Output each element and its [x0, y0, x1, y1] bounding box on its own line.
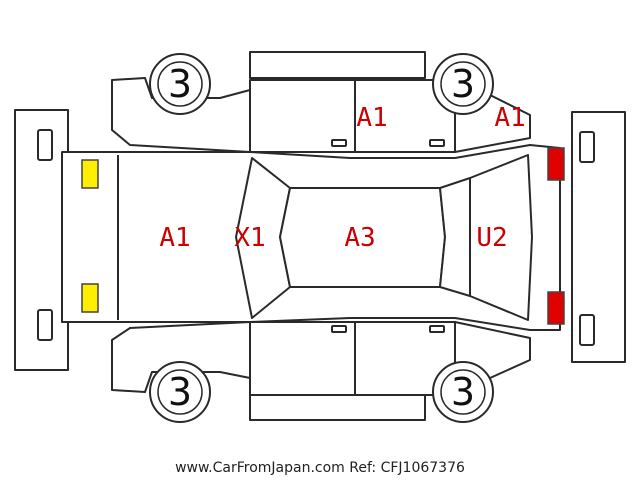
source-caption: www.CarFromJapan.com Ref: CFJ1067376: [175, 460, 465, 476]
label-front-hood: A1: [159, 223, 190, 253]
label-windshield: X1: [234, 223, 265, 253]
wheel-front-right-label: 3: [168, 370, 192, 414]
taillight-upper: [547, 147, 565, 181]
taillights: [547, 147, 565, 325]
wheel-rear-right-label: 3: [451, 370, 475, 414]
label-roof-side: A1: [356, 103, 387, 133]
headlights: [81, 159, 99, 313]
front-bumper: [14, 109, 69, 371]
taillight-lower: [547, 291, 565, 325]
label-rear-quarter: A1: [494, 103, 525, 133]
wheel-front-right: 3: [149, 361, 211, 423]
headlight-lower: [81, 283, 99, 313]
car-body: [61, 144, 561, 331]
side-top: [111, 51, 531, 153]
wheel-front-left-label: 3: [168, 62, 192, 106]
wheel-rear-right: 3: [432, 361, 494, 423]
wheel-rear-left-label: 3: [451, 62, 475, 106]
wheel-rear-left: 3: [432, 53, 494, 115]
wheel-front-left: 3: [149, 53, 211, 115]
headlight-upper: [81, 159, 99, 189]
label-roof: A3: [344, 223, 375, 253]
label-rear-window: U2: [476, 223, 507, 253]
side-bottom: [111, 321, 531, 421]
rear-bumper: [571, 111, 626, 363]
